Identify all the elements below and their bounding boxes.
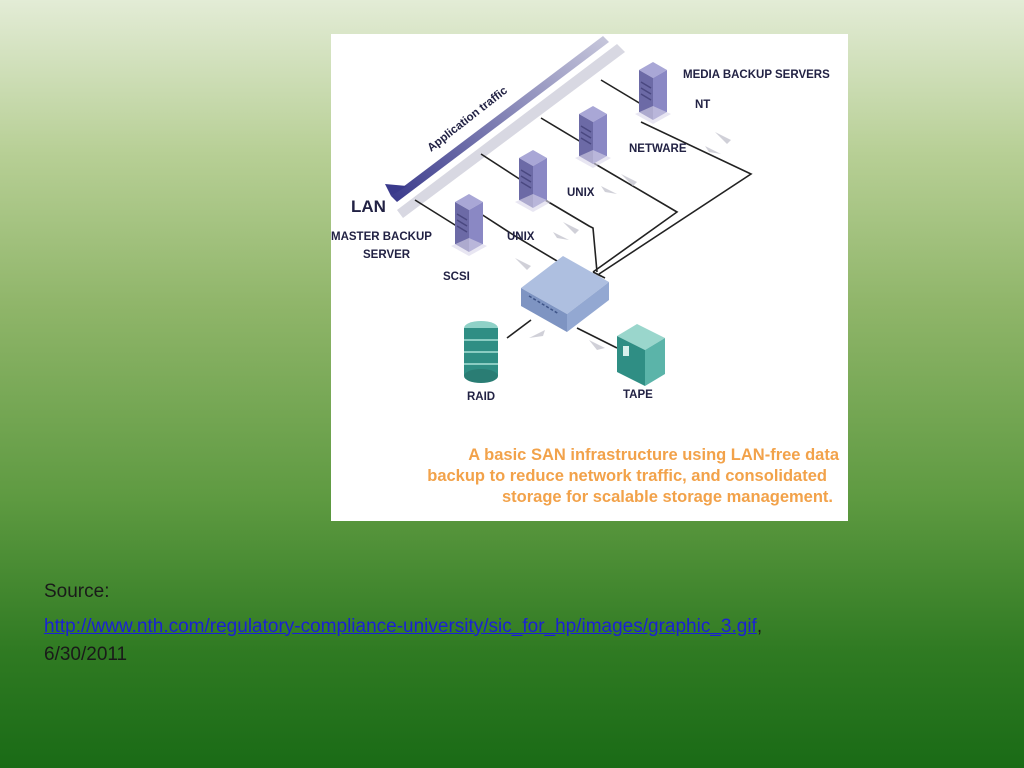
lan-label: LAN: [351, 197, 386, 216]
raid-label: RAID: [467, 391, 495, 403]
source-separator: ,: [756, 615, 763, 637]
tape-library: [617, 324, 665, 386]
san-switch: [521, 256, 609, 332]
unix-label-1: UNIX: [567, 187, 595, 199]
unix-label-2: UNIX: [507, 231, 535, 243]
master-backup-label: MASTER BACKUP: [331, 231, 432, 243]
lan-bar: [385, 36, 625, 218]
netware-server: [574, 105, 612, 169]
flow-arrows: [515, 132, 731, 350]
master-server-label: SERVER: [363, 249, 411, 261]
caption-line-1: A basic SAN infrastructure using LAN-fre…: [468, 446, 840, 464]
nt-label: NT: [695, 99, 710, 111]
source-label: Source:: [44, 581, 110, 602]
raid-storage: [464, 321, 498, 383]
unix-server-1: [514, 149, 552, 213]
source-date: 6/30/2011: [44, 644, 128, 665]
netware-label: NETWARE: [629, 143, 687, 155]
nt-server: [634, 61, 672, 125]
caption-line-3: storage for scalable storage management.: [502, 488, 833, 506]
scsi-label: SCSI: [443, 271, 470, 283]
source-link[interactable]: http://www.nth.com/regulatory-compliance…: [44, 615, 757, 637]
network-lines: [414, 79, 753, 349]
unix-server-2: [450, 193, 488, 257]
san-diagram: LAN Application traffic MEDIA BACKUP SER…: [331, 34, 848, 521]
caption-line-2: backup to reduce network traffic, and co…: [427, 467, 827, 485]
media-backup-servers-label: MEDIA BACKUP SERVERS: [683, 69, 830, 81]
tape-label: TAPE: [623, 389, 653, 401]
source-citation: Source: http://www.nth.com/regulatory-co…: [44, 578, 1004, 670]
